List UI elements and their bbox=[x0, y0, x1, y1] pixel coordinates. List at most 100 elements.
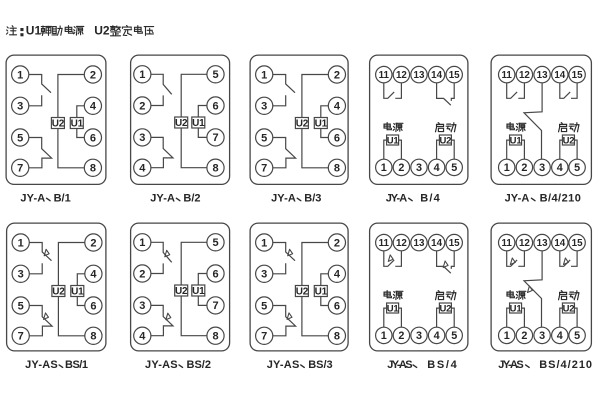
svg-text:U1: U1 bbox=[315, 287, 328, 298]
svg-text:6: 6 bbox=[334, 132, 340, 144]
svg-text:U2: U2 bbox=[94, 24, 110, 38]
svg-text:B/4: B/4 bbox=[420, 192, 441, 204]
svg-text:5: 5 bbox=[17, 132, 23, 144]
svg-text:BS/4/210: BS/4/210 bbox=[539, 359, 593, 371]
svg-text:U2: U2 bbox=[175, 118, 188, 129]
svg-text:4: 4 bbox=[557, 330, 563, 342]
svg-text:1: 1 bbox=[381, 330, 387, 342]
svg-text:4: 4 bbox=[557, 162, 563, 174]
svg-text:1: 1 bbox=[261, 237, 267, 249]
svg-text:5: 5 bbox=[574, 330, 580, 342]
svg-text:JY-AS: JY-AS bbox=[267, 359, 300, 371]
svg-text:JY-AS: JY-AS bbox=[145, 359, 178, 371]
svg-text:4: 4 bbox=[334, 101, 341, 113]
svg-text:JY-AS: JY-AS bbox=[25, 359, 58, 371]
svg-text:3: 3 bbox=[539, 162, 545, 174]
svg-text:U1: U1 bbox=[71, 119, 84, 130]
svg-text:JY-AS: JY-AS bbox=[387, 359, 412, 371]
svg-text:5: 5 bbox=[261, 300, 267, 312]
svg-text:8: 8 bbox=[90, 331, 96, 343]
svg-text:6: 6 bbox=[212, 100, 218, 112]
svg-text:3: 3 bbox=[261, 269, 267, 281]
svg-text:4: 4 bbox=[334, 269, 341, 281]
svg-text:7: 7 bbox=[212, 132, 218, 144]
svg-text:U2: U2 bbox=[52, 119, 65, 130]
svg-text:1: 1 bbox=[139, 237, 145, 249]
svg-text:15: 15 bbox=[449, 238, 460, 249]
svg-text:13: 13 bbox=[414, 70, 425, 81]
svg-text:7: 7 bbox=[212, 300, 218, 312]
svg-text:1: 1 bbox=[504, 330, 510, 342]
svg-text:U2: U2 bbox=[175, 286, 188, 297]
svg-text:5: 5 bbox=[18, 300, 24, 312]
svg-text:U1: U1 bbox=[71, 287, 84, 298]
svg-text:11: 11 bbox=[502, 238, 513, 249]
svg-text:3: 3 bbox=[416, 330, 422, 342]
svg-text:JY-A: JY-A bbox=[271, 192, 296, 204]
svg-text:5: 5 bbox=[451, 330, 457, 342]
svg-text:2: 2 bbox=[90, 237, 96, 249]
svg-text:U1: U1 bbox=[315, 119, 328, 130]
svg-text:JY-A: JY-A bbox=[505, 192, 530, 204]
svg-text:14: 14 bbox=[554, 70, 565, 81]
svg-text:U1: U1 bbox=[387, 303, 400, 314]
svg-text:1: 1 bbox=[18, 237, 24, 249]
svg-text:2: 2 bbox=[139, 268, 145, 280]
svg-text:7: 7 bbox=[261, 163, 267, 175]
svg-text:15: 15 bbox=[572, 238, 583, 249]
svg-text:3: 3 bbox=[139, 300, 145, 312]
svg-text:8: 8 bbox=[334, 163, 340, 175]
svg-text:2: 2 bbox=[398, 162, 404, 174]
svg-text:5: 5 bbox=[574, 162, 580, 174]
svg-text:JY-AS: JY-AS bbox=[498, 359, 523, 371]
svg-text:4: 4 bbox=[139, 331, 146, 343]
svg-text:14: 14 bbox=[431, 70, 442, 81]
svg-text:11: 11 bbox=[379, 70, 390, 81]
svg-text:2: 2 bbox=[334, 237, 340, 249]
svg-text:3: 3 bbox=[539, 330, 545, 342]
svg-text:6: 6 bbox=[334, 300, 340, 312]
svg-text:BS/1: BS/1 bbox=[65, 359, 88, 371]
svg-text:B/1: B/1 bbox=[54, 192, 71, 204]
svg-text:5: 5 bbox=[451, 162, 457, 174]
svg-text:6: 6 bbox=[90, 300, 96, 312]
svg-text:12: 12 bbox=[519, 238, 530, 249]
svg-text:6: 6 bbox=[90, 132, 96, 144]
svg-text:14: 14 bbox=[431, 238, 442, 249]
svg-text:2: 2 bbox=[139, 100, 145, 112]
svg-text:2: 2 bbox=[521, 162, 527, 174]
svg-text:B/3: B/3 bbox=[304, 192, 321, 204]
svg-text:3: 3 bbox=[261, 101, 267, 113]
svg-text:U1: U1 bbox=[192, 286, 205, 297]
svg-text:15: 15 bbox=[572, 70, 583, 81]
svg-text:U1: U1 bbox=[510, 303, 523, 314]
svg-text:JY-A: JY-A bbox=[20, 192, 45, 204]
svg-text:U2: U2 bbox=[296, 287, 309, 298]
svg-text:15: 15 bbox=[449, 70, 460, 81]
svg-text:6: 6 bbox=[212, 268, 218, 280]
svg-text:5: 5 bbox=[212, 69, 218, 81]
svg-text:U2: U2 bbox=[296, 119, 309, 130]
svg-text:13: 13 bbox=[537, 70, 548, 81]
svg-text:13: 13 bbox=[414, 238, 425, 249]
svg-text:U1: U1 bbox=[192, 118, 205, 129]
svg-text:5: 5 bbox=[261, 132, 267, 144]
svg-text:3: 3 bbox=[416, 162, 422, 174]
svg-text:11: 11 bbox=[379, 238, 390, 249]
svg-text:8: 8 bbox=[212, 163, 218, 175]
svg-text:U2: U2 bbox=[563, 135, 575, 146]
svg-text:3: 3 bbox=[139, 132, 145, 144]
svg-text:2: 2 bbox=[398, 330, 404, 342]
svg-text:4: 4 bbox=[90, 101, 97, 113]
svg-text:BS/4: BS/4 bbox=[427, 359, 458, 371]
svg-text:7: 7 bbox=[17, 163, 23, 175]
svg-text:1: 1 bbox=[17, 69, 23, 81]
svg-text:1: 1 bbox=[504, 162, 510, 174]
svg-text:2: 2 bbox=[90, 69, 96, 81]
svg-text:U1: U1 bbox=[26, 24, 42, 38]
svg-text:7: 7 bbox=[18, 331, 24, 343]
svg-text:B/2: B/2 bbox=[183, 192, 200, 204]
svg-text:2: 2 bbox=[521, 330, 527, 342]
svg-text:2: 2 bbox=[334, 69, 340, 81]
svg-text:14: 14 bbox=[554, 238, 565, 249]
